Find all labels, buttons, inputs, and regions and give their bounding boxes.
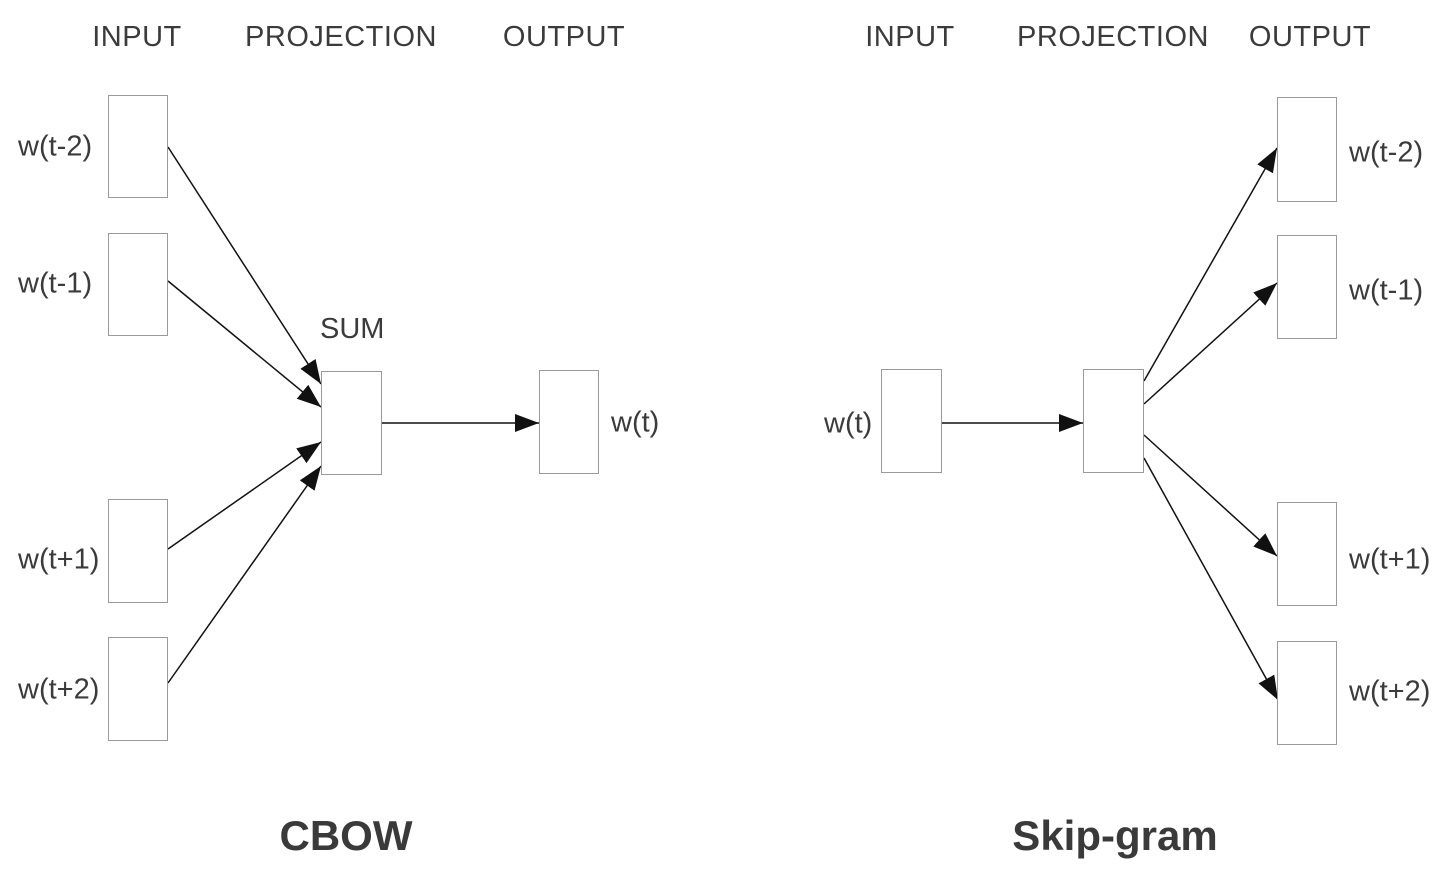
cbow-input-box-wt+1 bbox=[108, 499, 168, 603]
arrow-cbow-wt+1-to-projection bbox=[167, 441, 322, 550]
skipgram-output-label-wt-1: w(t-1) bbox=[1349, 274, 1424, 307]
cbow-title: CBOW bbox=[279, 812, 413, 859]
arrow-skipgram-projection-to-wt+1 bbox=[1143, 434, 1278, 557]
skipgram-output-box-wt+1 bbox=[1277, 502, 1337, 606]
skipgram-output-box-wt-1 bbox=[1277, 235, 1337, 339]
skipgram-output-label-wt-2: w(t-2) bbox=[1349, 136, 1424, 169]
cbow-output-label-wt: w(t) bbox=[611, 406, 660, 439]
cbow-input-box-wt-2 bbox=[108, 95, 168, 198]
skipgram-header-output: OUTPUT bbox=[1248, 21, 1372, 53]
cbow-projection-box bbox=[321, 371, 382, 475]
skipgram-header-projection: PROJECTION bbox=[1017, 21, 1209, 53]
skipgram-projection-box bbox=[1083, 369, 1144, 473]
cbow-header-input: INPUT bbox=[92, 21, 182, 53]
cbow-input-label-wt-1: w(t-1) bbox=[18, 267, 93, 300]
skipgram-output-box-wt+2 bbox=[1277, 641, 1337, 745]
arrow-cbow-wt-1-to-projection bbox=[167, 280, 322, 408]
cbow-input-label-wt+1: w(t+1) bbox=[18, 543, 100, 576]
skipgram-output-label-wt+1: w(t+1) bbox=[1349, 543, 1431, 576]
arrow-skipgram-projection-to-wt-1 bbox=[1143, 282, 1278, 405]
cbow-input-label-wt-2: w(t-2) bbox=[18, 130, 93, 163]
skipgram-output-box-wt-2 bbox=[1277, 97, 1337, 202]
cbow-input-box-wt-1 bbox=[108, 233, 168, 336]
arrow-skipgram-projection-to-wt+2 bbox=[1143, 457, 1279, 701]
cbow-input-box-wt+2 bbox=[108, 637, 168, 741]
arrow-skipgram-projection-to-wt-2 bbox=[1143, 147, 1278, 382]
arrow-cbow-wt+2-to-projection bbox=[167, 465, 322, 684]
skipgram-input-box-wt bbox=[881, 369, 942, 473]
cbow-input-label-wt+2: w(t+2) bbox=[18, 673, 100, 706]
skipgram-input-label-wt: w(t) bbox=[824, 407, 873, 440]
cbow-header-output: OUTPUT bbox=[502, 21, 626, 53]
skipgram-title: Skip-gram bbox=[1012, 812, 1218, 859]
skipgram-header-input: INPUT bbox=[865, 21, 955, 53]
skipgram-output-label-wt+2: w(t+2) bbox=[1349, 675, 1431, 708]
arrow-cbow-wt-2-to-projection bbox=[167, 146, 322, 385]
cbow-output-box-wt bbox=[539, 370, 599, 474]
cbow-header-projection: PROJECTION bbox=[245, 21, 437, 53]
cbow-sum-label: SUM bbox=[320, 313, 385, 345]
